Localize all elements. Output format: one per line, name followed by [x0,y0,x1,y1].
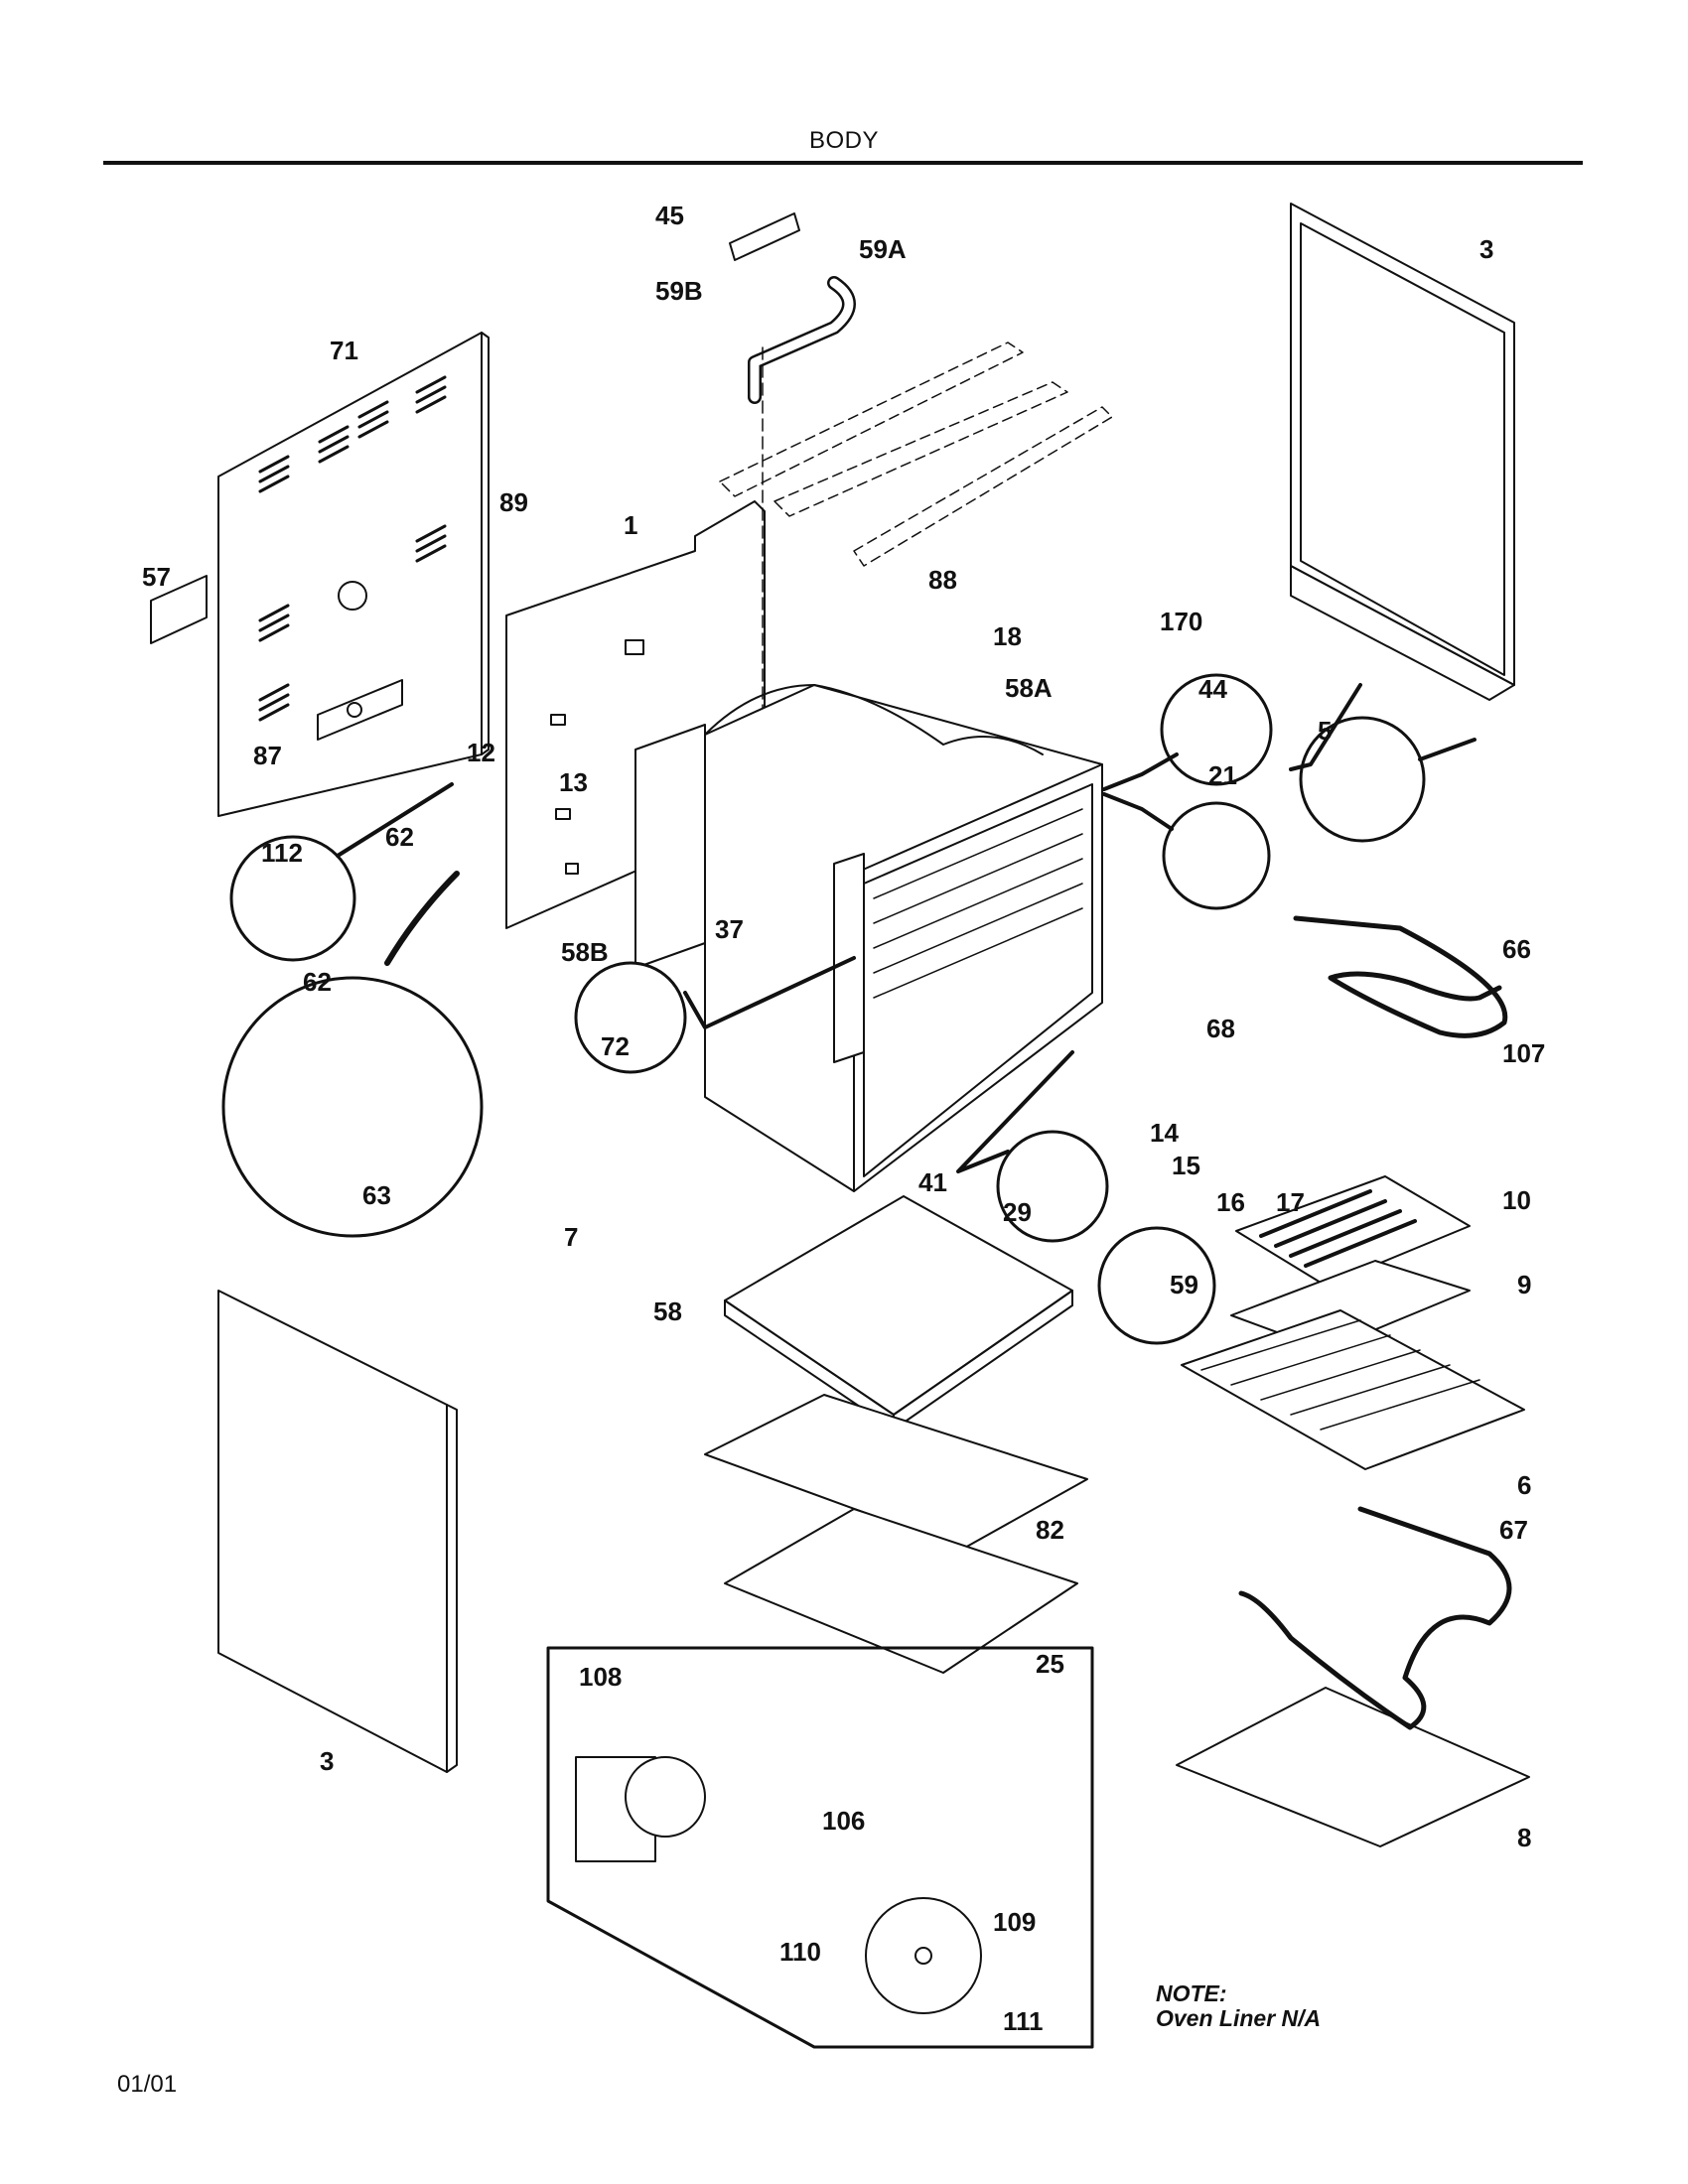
callout-29: 29 [1003,1197,1032,1227]
callout-44: 44 [1198,674,1227,704]
callout-71: 71 [330,336,358,365]
callout-72: 72 [601,1031,630,1061]
callout-37: 37 [715,914,744,944]
callout-15: 15 [1172,1151,1200,1180]
callout-63: 63 [362,1180,391,1210]
callout-7: 7 [564,1222,578,1252]
callout-88: 88 [928,565,957,595]
note-text: Oven Liner N/A [1156,2005,1322,2031]
callout-18: 18 [993,621,1022,651]
side-insulation [634,724,706,969]
convection-fan-box [546,1646,1094,2049]
oven-cavity [704,684,1103,1192]
callout-13: 13 [559,767,588,797]
callout-89: 89 [499,487,528,517]
callout-110: 110 [779,1937,821,1967]
callout-87: 87 [253,741,282,770]
callout-14: 14 [1150,1118,1179,1148]
callout-106: 106 [822,1806,865,1836]
callout-109: 109 [993,1907,1036,1937]
callout-circles [221,673,1426,1345]
drawer-liner [1176,1687,1530,1847]
callout-108: 108 [579,1662,622,1692]
callout-62: 62 [385,822,414,852]
header-rule [103,161,1583,165]
callout-25: 25 [1036,1649,1064,1679]
callout-21: 21 [1208,760,1237,790]
callout-12: 12 [467,738,495,767]
upper-rails [719,341,1113,567]
callout-66: 66 [1502,934,1531,964]
callout-62: 62 [303,967,332,997]
broil-element [1293,915,1508,1038]
callout-170: 170 [1160,607,1202,636]
callout-59A: 59A [859,234,907,264]
callout-5: 5 [1318,716,1332,746]
rear-panel [217,332,490,817]
callout-41: 41 [918,1167,947,1197]
callout-3-left: 3 [320,1746,334,1776]
callout-68: 107 [1502,1038,1545,1068]
callout-45: 45 [655,201,684,230]
bake-element [1238,1506,1512,1730]
callout-8: 8 [1517,1823,1531,1852]
fan-motor [575,1756,706,1862]
bracket-45 [729,212,800,261]
callout-3-right: 3 [1479,234,1493,264]
callout-82: 82 [1036,1515,1064,1545]
side-panel-right [1290,203,1515,701]
callout-111: 111 [1003,2006,1044,2036]
footer-date: 01/01 [117,2071,178,2098]
callout-59B: 59B [655,276,703,306]
callout-67: 67 [1499,1515,1528,1545]
callout-57: 57 [142,562,171,592]
fan-blade [865,1897,982,2014]
callout-59: 59 [1170,1270,1198,1299]
note-heading: NOTE: [1156,1980,1227,2006]
side-panel-left [217,1290,458,1773]
callout-9: 9 [1517,1270,1531,1299]
bottom-tray-25 [724,1508,1078,1674]
callout-58B: 58B [561,937,609,967]
leader-lines [336,683,1477,1173]
callout-112: 112 [261,838,303,868]
callout-10: 10 [1502,1185,1531,1215]
callout-16: 16 [1216,1187,1245,1217]
callout-107: 68 [1206,1014,1235,1043]
note-block: NOTE: Oven Liner N/A [1156,1981,1321,2031]
callout-6: 6 [1517,1470,1531,1500]
broiler-grid [1235,1175,1471,1287]
callout-58A: 58A [1005,673,1053,703]
callout-17: 17 [1276,1187,1305,1217]
small-plate [150,575,208,644]
oven-rack [1181,1309,1525,1470]
page-title: BODY [808,127,879,154]
callout-58: 58 [653,1297,682,1326]
callout-1: 1 [624,510,637,540]
front-insulation [833,853,865,1063]
